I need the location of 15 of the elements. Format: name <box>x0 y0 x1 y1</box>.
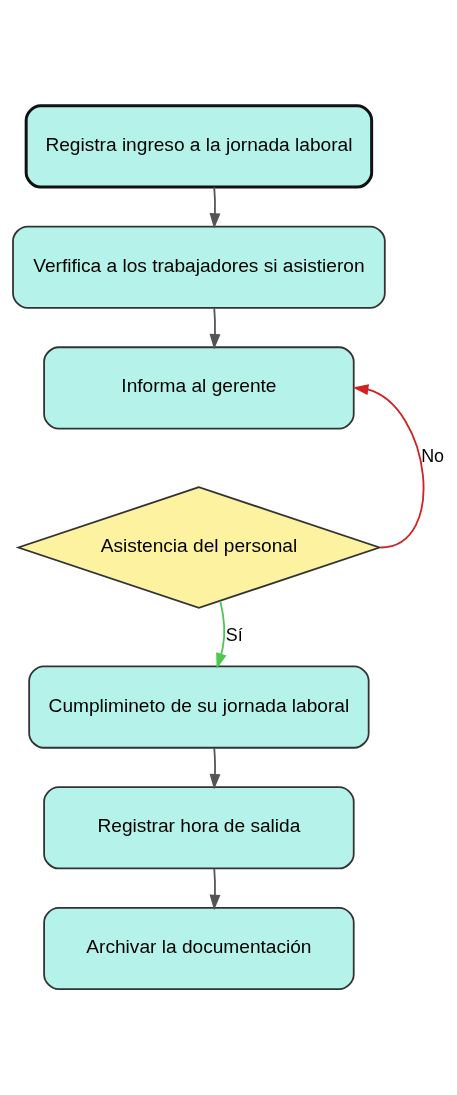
arrow <box>352 384 425 549</box>
node-diamond: Asistencia del personal <box>15 486 383 609</box>
node-box: Registrar hora de salida <box>43 786 355 870</box>
node-box: Archivar la documentación <box>43 907 355 991</box>
arrow <box>209 747 221 790</box>
arrow <box>209 867 221 911</box>
node-box: Verfifica a los trabajadores si asistieron <box>12 225 386 309</box>
arrow <box>209 307 221 350</box>
node-box: Cumplimineto de su jornada laboral <box>28 665 370 749</box>
node-box: Registra ingreso a la jornada laboral <box>24 104 374 189</box>
edge-label: No <box>421 446 445 467</box>
edge-label: Sí <box>225 625 243 646</box>
node-box: Informa al gerente <box>43 346 355 430</box>
arrow <box>216 600 227 669</box>
arrow <box>209 186 221 229</box>
